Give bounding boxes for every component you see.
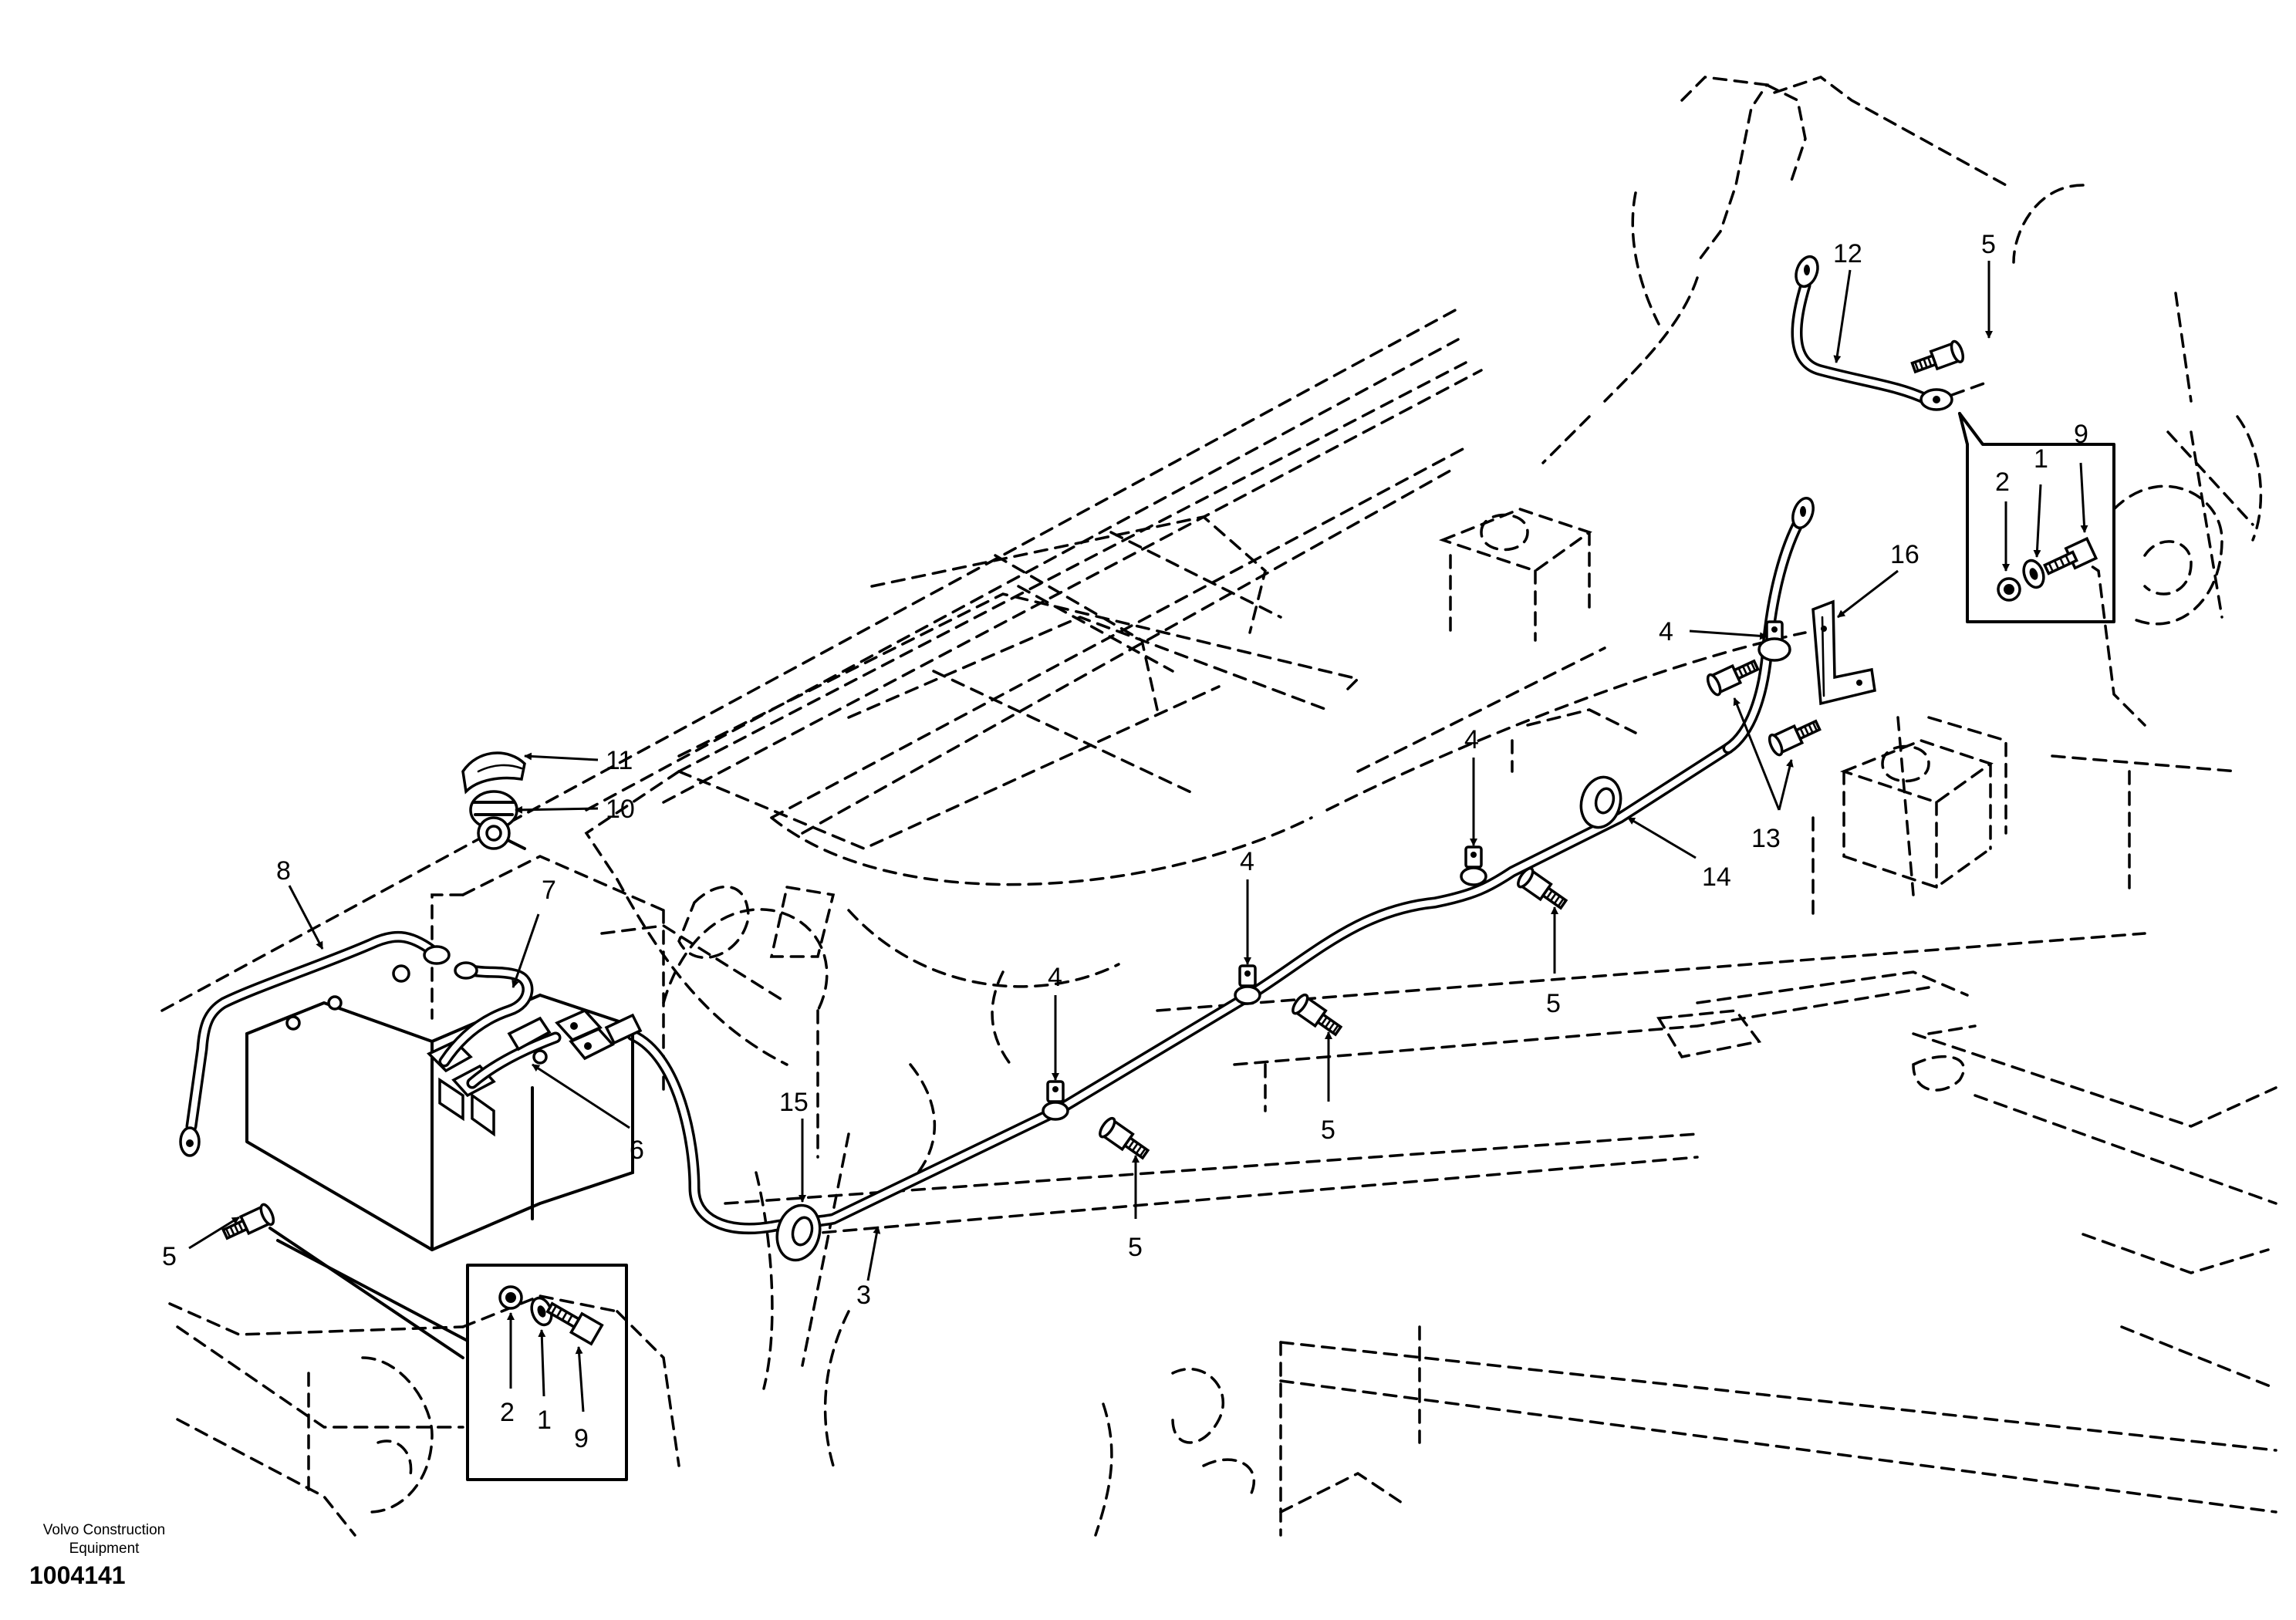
label-3: 3 bbox=[856, 1281, 871, 1310]
cable-8 bbox=[179, 930, 451, 1157]
cable-7 bbox=[438, 961, 534, 1068]
label-8: 8 bbox=[276, 856, 291, 886]
detail-box-right bbox=[1958, 412, 2115, 623]
label-2-right: 2 bbox=[1995, 467, 2010, 497]
label-11: 11 bbox=[606, 746, 633, 775]
brand-line-1: Volvo Construction bbox=[42, 1522, 166, 1538]
battery-disconnect-switch bbox=[461, 751, 526, 850]
label-6: 6 bbox=[630, 1136, 644, 1165]
grommet-15 bbox=[775, 1203, 822, 1262]
main-cable bbox=[626, 497, 1815, 1235]
label-9-right: 9 bbox=[2074, 420, 2088, 449]
grommet-14 bbox=[1579, 775, 1622, 829]
label-1-left: 1 bbox=[537, 1406, 552, 1435]
label-12: 12 bbox=[1833, 239, 1862, 268]
cable-12 bbox=[1791, 255, 1992, 411]
label-5-battery: 5 bbox=[162, 1242, 177, 1271]
battery bbox=[245, 964, 634, 1251]
label-4-b: 4 bbox=[1240, 847, 1254, 876]
label-5-d: 5 bbox=[1546, 989, 1561, 1018]
document-number: 1004141 bbox=[29, 1561, 126, 1589]
label-9-left: 9 bbox=[574, 1424, 589, 1453]
label-4-a: 4 bbox=[1048, 963, 1062, 992]
label-1-right: 1 bbox=[2034, 444, 2048, 474]
cable-6 bbox=[466, 1016, 562, 1089]
label-4-c: 4 bbox=[1464, 725, 1479, 754]
label-2-left: 2 bbox=[500, 1398, 515, 1427]
cable-3-battery-end bbox=[604, 1013, 643, 1045]
label-10: 10 bbox=[606, 795, 635, 824]
label-4-d: 4 bbox=[1659, 617, 1673, 646]
brand-caption: Volvo Construction Equipment bbox=[23, 1521, 185, 1558]
label-14: 14 bbox=[1702, 862, 1731, 892]
machine-frame-outline bbox=[160, 76, 2277, 1537]
leader-lines bbox=[188, 261, 2088, 1412]
cable-clamps bbox=[1042, 620, 1791, 1121]
item-labels: 11 10 8 7 6 5 15 3 4 4 4 4 5 5 5 5 14 13… bbox=[162, 230, 2088, 1453]
label-15: 15 bbox=[779, 1088, 809, 1117]
brand-line-2: Equipment bbox=[69, 1541, 140, 1557]
label-13: 13 bbox=[1751, 824, 1781, 853]
label-5-e: 5 bbox=[1981, 230, 1996, 259]
detail-box-left bbox=[268, 1227, 628, 1481]
label-5-b: 5 bbox=[1128, 1233, 1143, 1262]
bracket-16 bbox=[1811, 599, 1876, 706]
label-16: 16 bbox=[1890, 540, 1920, 569]
label-5-c: 5 bbox=[1321, 1115, 1335, 1145]
label-7: 7 bbox=[542, 876, 556, 905]
bolts bbox=[221, 339, 1965, 1240]
